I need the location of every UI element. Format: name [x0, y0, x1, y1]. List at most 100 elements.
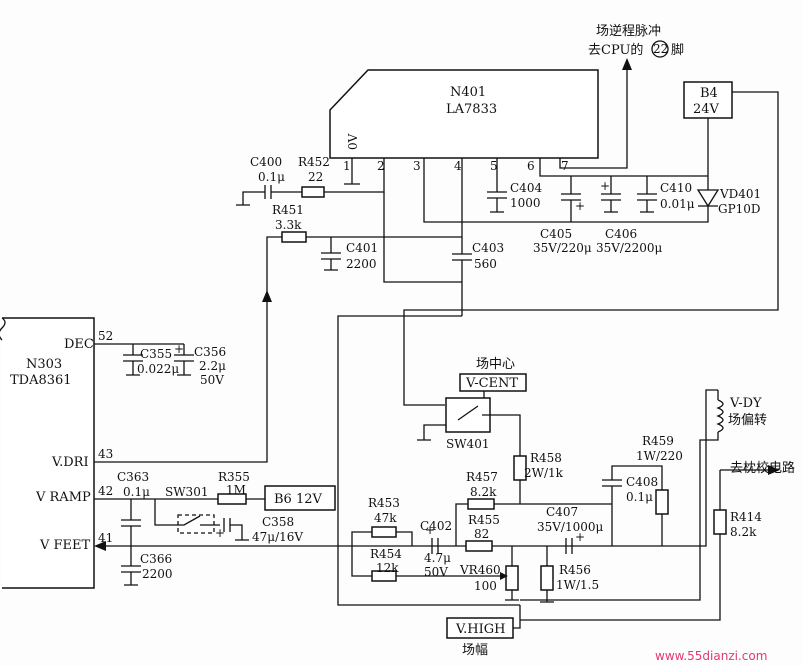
c356-val1: 2.2μ: [199, 359, 226, 373]
vcent-en: V-CENT: [465, 376, 518, 391]
ic-n401-0v-label: 0V: [346, 133, 360, 150]
c406-ref: C406: [605, 227, 637, 241]
r455-val: 82: [474, 527, 489, 541]
vd401: VD401 GP10D: [423, 158, 761, 223]
ic-n401-ref: N401: [450, 85, 486, 100]
ic-n401-pin5: 5: [490, 159, 498, 173]
ic-n303: N303 TDA8361 DEC 52 V.DRI 43 V RAMP 42 V…: [0, 317, 113, 589]
ic-n401-pin2: 2: [377, 159, 385, 173]
c410-ref: C410: [660, 181, 692, 195]
feedback-network: R453 47k R454 12k + C402 4.7μ 50V R455 8…: [351, 470, 612, 582]
ic-n401-pin6: 6: [527, 159, 535, 173]
pincushion-arrow: [768, 465, 780, 475]
c406-val: 35V/2200μ: [596, 241, 663, 255]
b4-val: 24V: [693, 102, 720, 117]
ic-n401-part: LA7833: [446, 102, 497, 117]
pin-vfeet-label: V FEET: [39, 538, 91, 553]
c405-plus: +: [575, 199, 585, 213]
c400-ref: C400: [250, 155, 282, 169]
sw401: 场中心 V-CENT SW401: [417, 357, 527, 456]
vhigh-en: V.HIGH: [455, 622, 505, 637]
r355-val: 1M: [226, 483, 246, 497]
c406-plus: +: [600, 179, 610, 193]
pin-vramp-label: V RAMP: [35, 490, 91, 505]
r414-val: 8.2k: [730, 525, 757, 539]
c402-val1: 4.7μ: [424, 551, 451, 565]
r456: R456 1W/1.5: [540, 546, 599, 603]
pin22-circle: [651, 40, 669, 58]
c410: C410 0.01μ: [637, 176, 695, 213]
c404-val: 1000: [510, 196, 541, 210]
r456-ref: R456: [559, 563, 591, 577]
c366-ref: C366: [140, 552, 172, 566]
pin-dec-label: DEC: [64, 337, 94, 352]
c401-ref: C401: [346, 241, 378, 255]
retrace-note-tail: 脚: [671, 42, 684, 58]
r455-ref: R455: [468, 513, 500, 527]
c401: C401 2200: [321, 237, 378, 271]
c408-val: 0.1μ: [626, 490, 653, 504]
retrace-note-line2: 去CPU的: [588, 42, 643, 58]
r459-val: 1W/220: [636, 449, 683, 463]
c402-val2: 50V: [424, 565, 448, 579]
c407: + C407 35V/1000μ: [537, 505, 604, 554]
sw301-ref: SW301: [165, 485, 208, 499]
retrace-arrow: [622, 58, 632, 70]
b6-text: B6 12V: [274, 492, 322, 507]
c401-val: 2200: [346, 257, 377, 271]
vcent-box: [459, 373, 527, 392]
r453-ref: R453: [368, 496, 400, 510]
b6-box: [264, 485, 336, 511]
c355-ref: C355: [140, 347, 172, 361]
c356-plus: +: [174, 342, 184, 356]
pin-vdri-num: 43: [98, 447, 113, 461]
ic-n401: N401 LA7833 0V 1 2 3 4 5 6 7: [329, 69, 599, 173]
pincushion-text: 去枕校电路: [730, 460, 795, 476]
c356-val2: 50V: [200, 373, 224, 387]
watermark: www.55dianzi.com: [655, 649, 767, 663]
vr460: VR460 100: [459, 546, 519, 601]
c406: + C406 35V/2200μ: [596, 176, 663, 255]
b4-ref: B4: [700, 86, 718, 101]
retrace-pulse-note: 场逆程脉冲 去CPU的 22 脚: [559, 23, 684, 169]
c404-ref: C404: [510, 181, 542, 195]
r451-ref: R451: [272, 203, 304, 217]
c407-plus: +: [575, 530, 585, 544]
c363-val: 0.1μ: [123, 485, 150, 499]
vramp-network: B6 12V C363 0.1μ SW301 R355 1M + C358 47…: [94, 470, 336, 546]
sw401-ref: SW401: [446, 437, 489, 451]
c404: C404 1000: [487, 158, 542, 213]
c400-val: 0.1μ: [258, 170, 285, 184]
r458-val: 2W/1k: [524, 466, 564, 480]
c358-ref: C358: [262, 515, 294, 529]
c408-ref: C408: [626, 475, 658, 489]
c405-ref: C405: [540, 227, 572, 241]
vd401-ref: VD401: [719, 187, 761, 201]
pin1-ground: [344, 158, 360, 185]
c355-val: 0.022μ: [137, 362, 179, 376]
r414: 去枕校电路 R414 8.2k: [520, 460, 795, 621]
c405-val: 35V/220μ: [533, 241, 592, 255]
c402-ref: C402: [420, 519, 452, 533]
r453-val: 47k: [374, 511, 397, 525]
pin-vdri-label: V.DRI: [51, 455, 89, 470]
pin-vfeet-num: 41: [98, 531, 113, 545]
r454-ref: R454: [370, 547, 402, 561]
r452-ref: R452: [298, 155, 330, 169]
ic-n303-body: [2, 317, 95, 589]
retrace-note-line1: 场逆程脉冲: [596, 23, 661, 39]
r459-ref: R459: [642, 434, 674, 448]
retrace-note-pin: 22: [653, 42, 668, 56]
r457-val: 8.2k: [470, 485, 497, 499]
c410-val: 0.01μ: [660, 197, 695, 211]
c407-ref: C407: [546, 505, 578, 519]
r355-ref: R355: [218, 470, 250, 484]
pin-vramp-num: 42: [98, 484, 113, 498]
c400-r452: C400 0.1μ R452 22: [236, 155, 385, 206]
c356-ref: C356: [194, 345, 226, 359]
c403-val: 560: [474, 257, 497, 271]
vdy-coil: V-DY 场偏转: [520, 390, 767, 601]
b4-supply: B4 24V: [403, 81, 779, 406]
